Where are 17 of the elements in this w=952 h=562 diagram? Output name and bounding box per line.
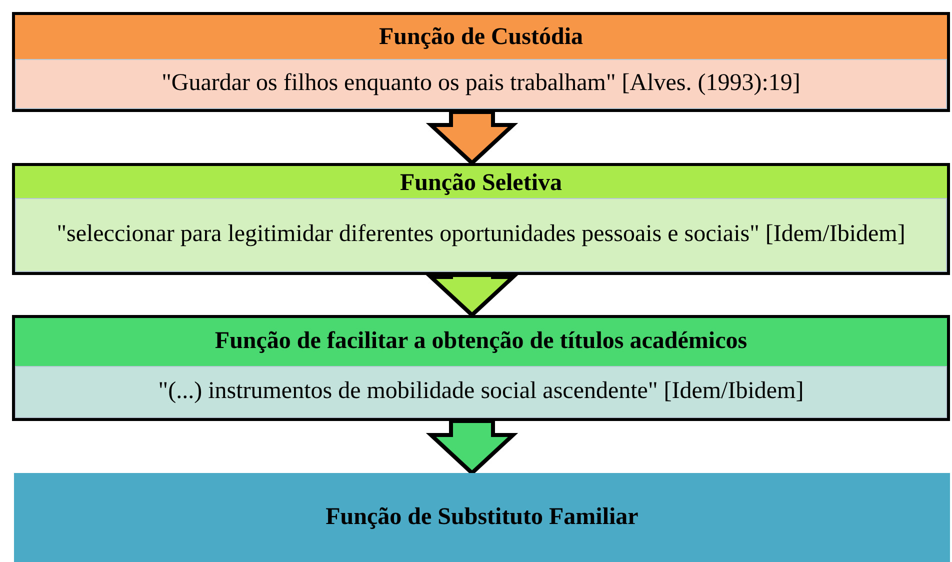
stage-box bbox=[12, 163, 950, 275]
stage-box bbox=[12, 315, 950, 421]
stage-heading: Função de facilitar a obtenção de títulos académicos bbox=[214, 327, 748, 356]
block-arrow bbox=[426, 110, 518, 166]
block-arrow bbox=[426, 419, 518, 476]
quote-text: "(...) instrumentos de mobilidade social ascendente" [Idem/Ibidem] bbox=[157, 378, 805, 406]
stage-heading: Função Seletiva bbox=[399, 169, 563, 198]
quote-box bbox=[15, 366, 947, 418]
quote-text: "seleccionar para legitimidar diferentes oportunidades pessoais e sociais" [Idem/Ibidem] bbox=[56, 221, 906, 249]
stage-heading: Função de Substituto Familiar bbox=[324, 503, 640, 532]
quote-text: "Guardar os filhos enquanto os pais trabalham" [Alves. (1993):19] bbox=[160, 70, 802, 98]
stage-box bbox=[14, 473, 950, 562]
stage-heading: Função de Custódia bbox=[378, 23, 584, 52]
block-arrow bbox=[426, 273, 518, 318]
quote-box bbox=[15, 198, 947, 272]
stage-box bbox=[12, 12, 950, 112]
quote-box bbox=[15, 59, 947, 109]
